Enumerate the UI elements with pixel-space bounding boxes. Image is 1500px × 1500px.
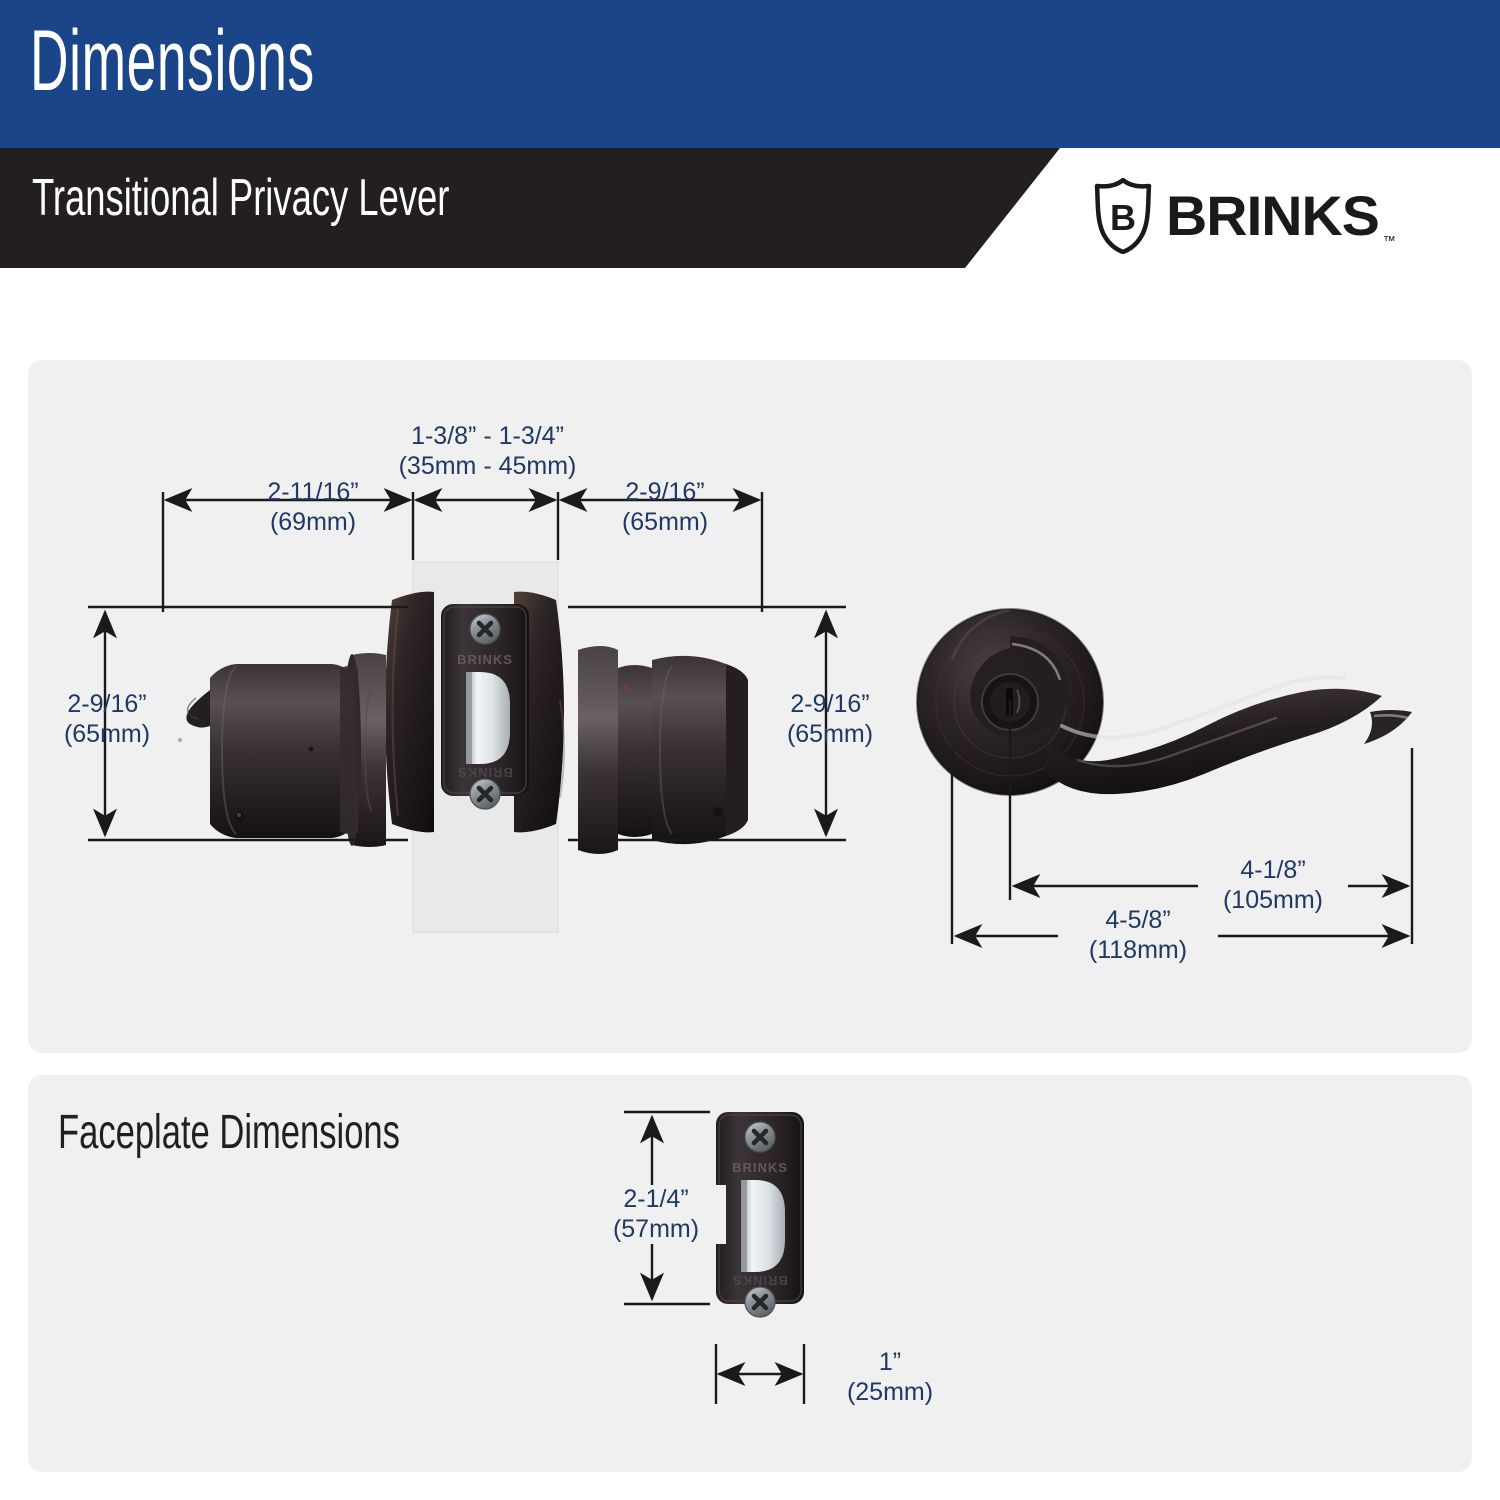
product-subtitle: Transitional Privacy Lever: [32, 169, 450, 227]
dim-label-lever-length: 4-1/8” (105mm): [1198, 856, 1348, 915]
trademark-symbol: ™: [1382, 233, 1396, 248]
brinks-wordmark: BRINKS: [1166, 184, 1380, 247]
svg-text:B: B: [1110, 197, 1136, 238]
dim-label-height-left: 2-9/16” (65mm): [63, 690, 151, 748]
dim-label-backset-depth: 2-11/16” (69mm): [267, 478, 359, 536]
header-subtitle-bar: Transitional Privacy Lever: [0, 148, 1500, 268]
shield-icon: B: [1094, 178, 1152, 254]
dim-label-faceplate-height: 2-1/4” (57mm): [586, 1185, 726, 1244]
brinks-logo: B BRINKS ™: [1092, 178, 1396, 254]
faceplate-section-title: Faceplate Dimensions: [58, 1106, 400, 1159]
dim-label-height-right: 2-9/16” (65mm): [786, 690, 874, 748]
dim-label-rose-projection: 2-9/16” (65mm): [621, 478, 709, 536]
main-dimensions-panel: [28, 360, 1472, 1053]
page-title: Dimensions: [30, 13, 315, 109]
header-blue-bar: Dimensions: [0, 0, 1500, 148]
dim-label-faceplate-width: 1” (25mm): [846, 1348, 934, 1406]
dim-label-door-thickness: 1-3/8” - 1-3/4” (35mm - 45mm): [398, 422, 577, 480]
header-black-shape: Transitional Privacy Lever: [0, 148, 1060, 268]
dim-label-lever-total-length: 4-5/8” (118mm): [1058, 906, 1218, 965]
